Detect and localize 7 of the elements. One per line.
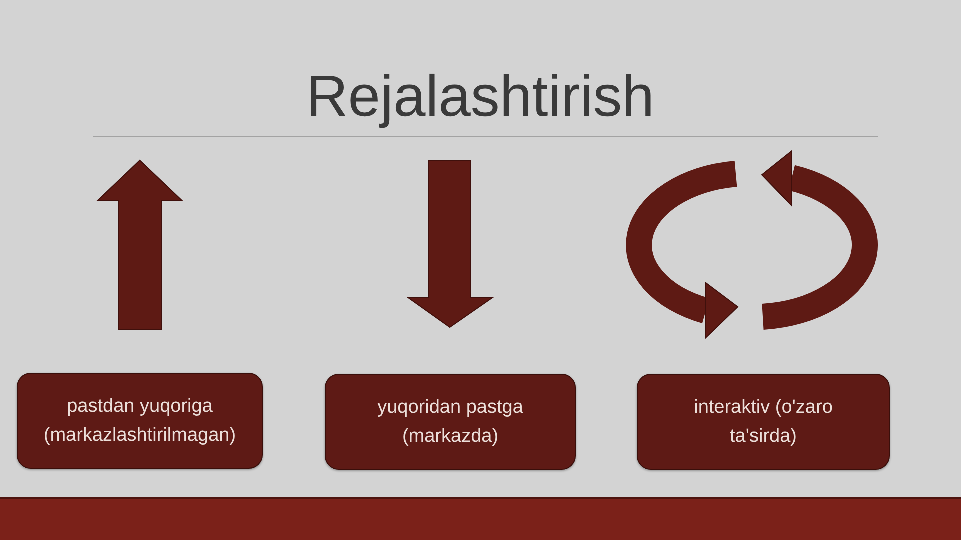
rounded-panel xyxy=(325,374,576,470)
slide-title: Rejalashtirish xyxy=(306,64,655,130)
category-label: interaktiv (o'zaro ta'sirda) xyxy=(693,396,834,449)
category-label: yuqoridan pastga (markazda) xyxy=(376,396,524,449)
category-label: pastdan yuqoriga (markazlashtirilmagan) xyxy=(42,395,238,448)
rounded-panel xyxy=(17,373,263,469)
rounded-panel xyxy=(637,374,890,470)
